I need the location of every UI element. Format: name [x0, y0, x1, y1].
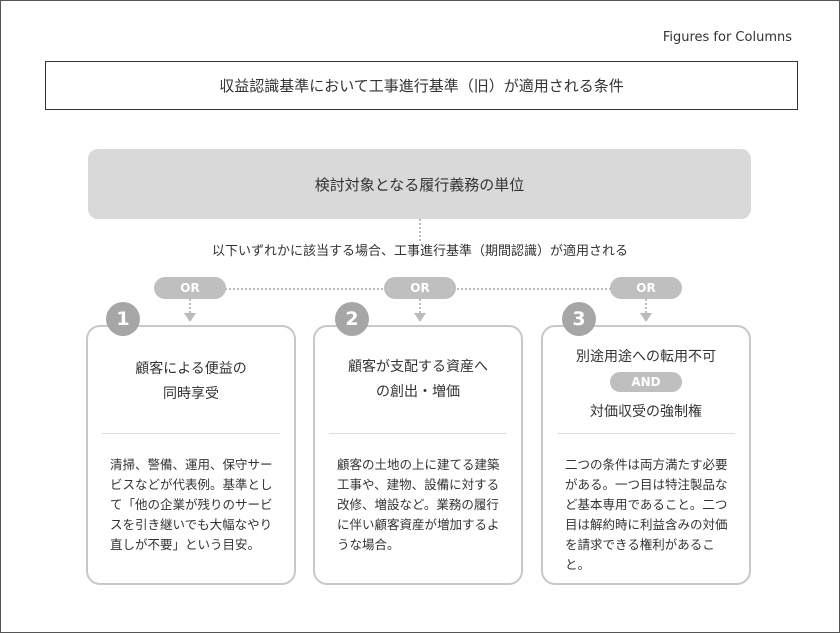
or-badge: OR — [384, 277, 456, 299]
card-heading: の創出・増価 — [376, 384, 460, 400]
card-heading: 別途用途への転用不可 — [576, 349, 716, 365]
divider — [557, 433, 735, 434]
arrow-down-icon — [640, 313, 652, 322]
unit-box: 検討対象となる履行義務の単位 — [88, 149, 751, 219]
card-body: 顧客の土地の上に建てる建築工事や、建物、設備に対する改修、増設など。業務の履行に… — [337, 457, 500, 552]
card-heading: 顧客による便益の — [135, 361, 247, 377]
connector-line — [645, 299, 647, 313]
card-heading: 対価収受の強制権 — [590, 404, 702, 420]
figure-title: 収益認識基準において工事進行基準（旧）が適用される条件 — [45, 61, 798, 110]
connector-line — [189, 299, 191, 313]
condition-card-2: 顧客が支配する資産へ の創出・増価 顧客の土地の上に建てる建築工事や、建物、設備… — [313, 325, 523, 585]
divider — [329, 433, 507, 434]
arrow-down-icon — [184, 313, 196, 322]
or-badge: OR — [154, 277, 226, 299]
connector-line — [419, 219, 421, 241]
card-heading: 同時享受 — [163, 386, 219, 402]
card-body: 二つの条件は両方満たす必要がある。一つ目は特注製品など基本専用であること。二つ目… — [565, 457, 728, 572]
divider — [102, 433, 280, 434]
condition-card-1: 顧客による便益の 同時享受 清掃、警備、運用、保守サービスなどが代表例。基準とし… — [86, 325, 296, 585]
connector-line — [419, 299, 421, 313]
or-badge: OR — [610, 277, 682, 299]
card-heading: 顧客が支配する資産へ — [348, 359, 488, 375]
number-badge-3: 3 — [562, 302, 596, 336]
subtitle: 以下いずれかに該当する場合、工事進行基準（期間認識）が適用される — [211, 244, 628, 259]
condition-card-3: 別途用途への転用不可 AND 対価収受の強制権 二つの条件は両方満たす必要がある… — [541, 325, 751, 585]
arrow-down-icon — [414, 313, 426, 322]
figure-label: Figures for Columns — [662, 30, 792, 45]
card-body: 清掃、警備、運用、保守サービスなどが代表例。基準として「他の企業が残りのサービス… — [110, 457, 273, 552]
number-badge-2: 2 — [335, 302, 369, 336]
and-badge: AND — [610, 372, 682, 392]
number-badge-1: 1 — [106, 302, 140, 336]
